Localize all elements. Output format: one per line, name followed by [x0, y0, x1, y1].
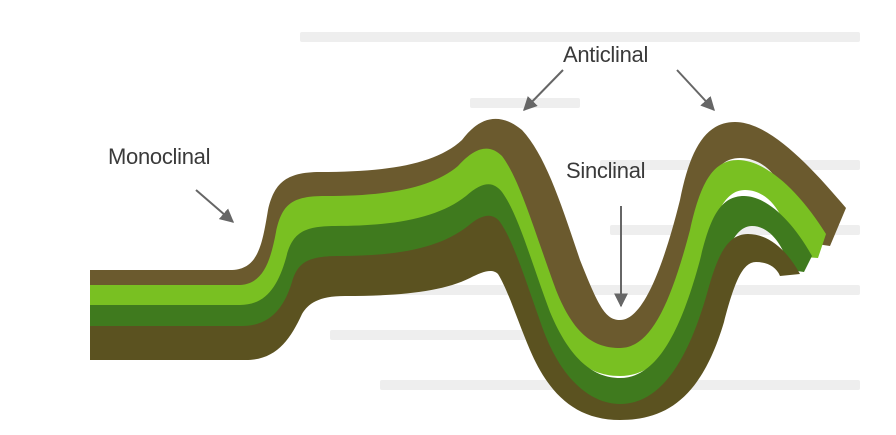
monoclinal-arrow: [196, 190, 233, 222]
anticlinal-arrow-right: [677, 70, 714, 110]
label-sinclinal: Sinclinal: [566, 158, 645, 184]
anticlinal-arrow-left: [524, 70, 563, 110]
label-monoclinal: Monoclinal: [108, 144, 210, 170]
label-anticlinal: Anticlinal: [563, 42, 648, 68]
